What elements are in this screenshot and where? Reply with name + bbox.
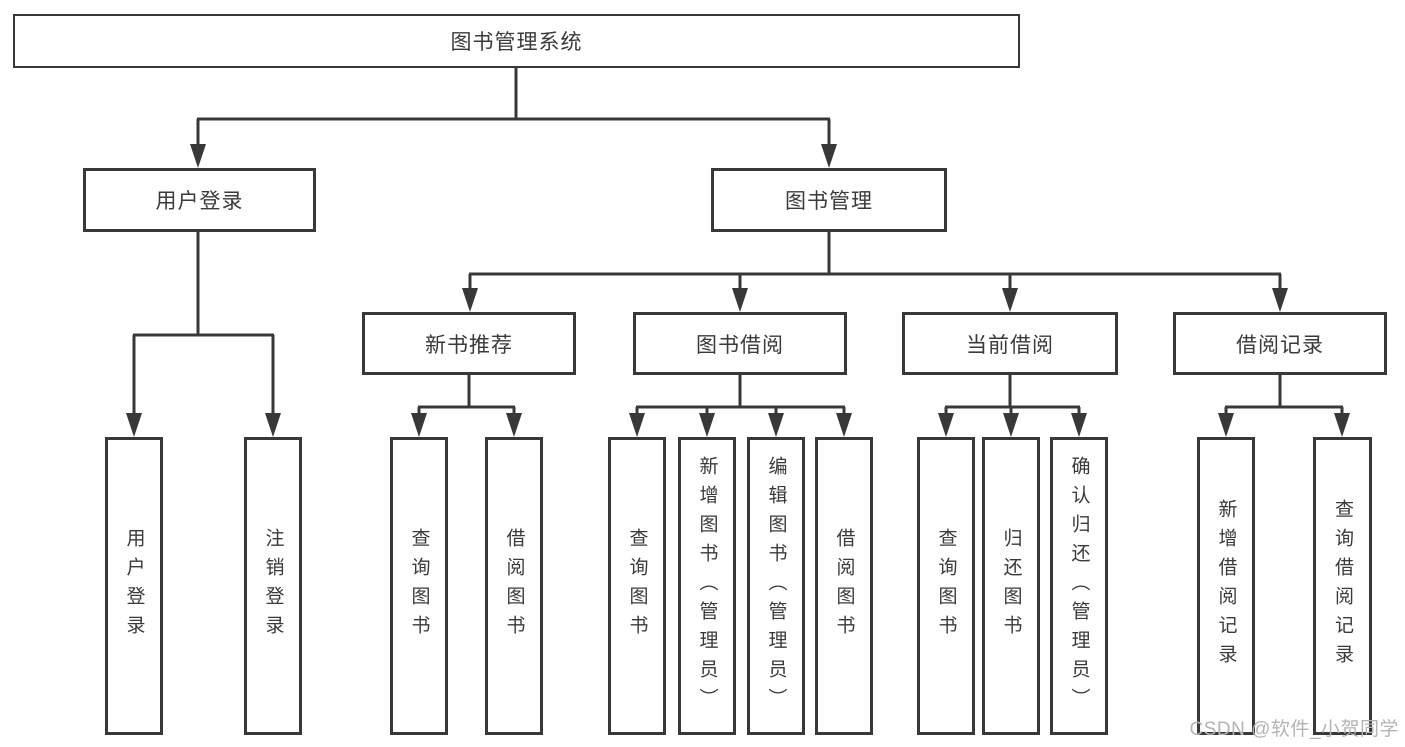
node-borrowing-records: 借阅记录 [1173,312,1387,375]
node-leaf-add-book-admin: 新增图书（管理员） [678,437,736,735]
node-leaf-add-borrow-record: 新增借阅记录 [1197,437,1255,735]
node-user-login: 用户登录 [83,168,316,232]
node-leaf-confirm-return-admin: 确认归还（管理员） [1050,437,1108,735]
node-library-management-system: 图书管理系统 [13,14,1020,68]
node-book-management: 图书管理 [711,168,947,232]
node-leaf-logout: 注销登录 [244,437,302,735]
node-leaf-return-book: 归还图书 [982,437,1040,735]
node-leaf-edit-book-admin: 编辑图书（管理员） [747,437,805,735]
node-leaf-query-books-borrow: 查询图书 [608,437,666,735]
node-leaf-query-books-recommend: 查询图书 [390,437,448,735]
csdn-watermark: CSDN @软件_小贺同学 [1189,719,1399,740]
node-current-borrowing: 当前借阅 [902,312,1118,375]
node-leaf-user-login: 用户登录 [105,437,163,735]
node-book-borrowing: 图书借阅 [633,312,847,375]
node-leaf-borrow-books: 借阅图书 [815,437,873,735]
node-leaf-query-borrow-record: 查询借阅记录 [1313,437,1372,735]
node-leaf-query-books-current: 查询图书 [917,437,975,735]
node-new-book-recommend: 新书推荐 [362,312,576,375]
arrow-down-icons [126,144,1350,437]
node-leaf-borrow-books-recommend: 借阅图书 [485,437,543,735]
